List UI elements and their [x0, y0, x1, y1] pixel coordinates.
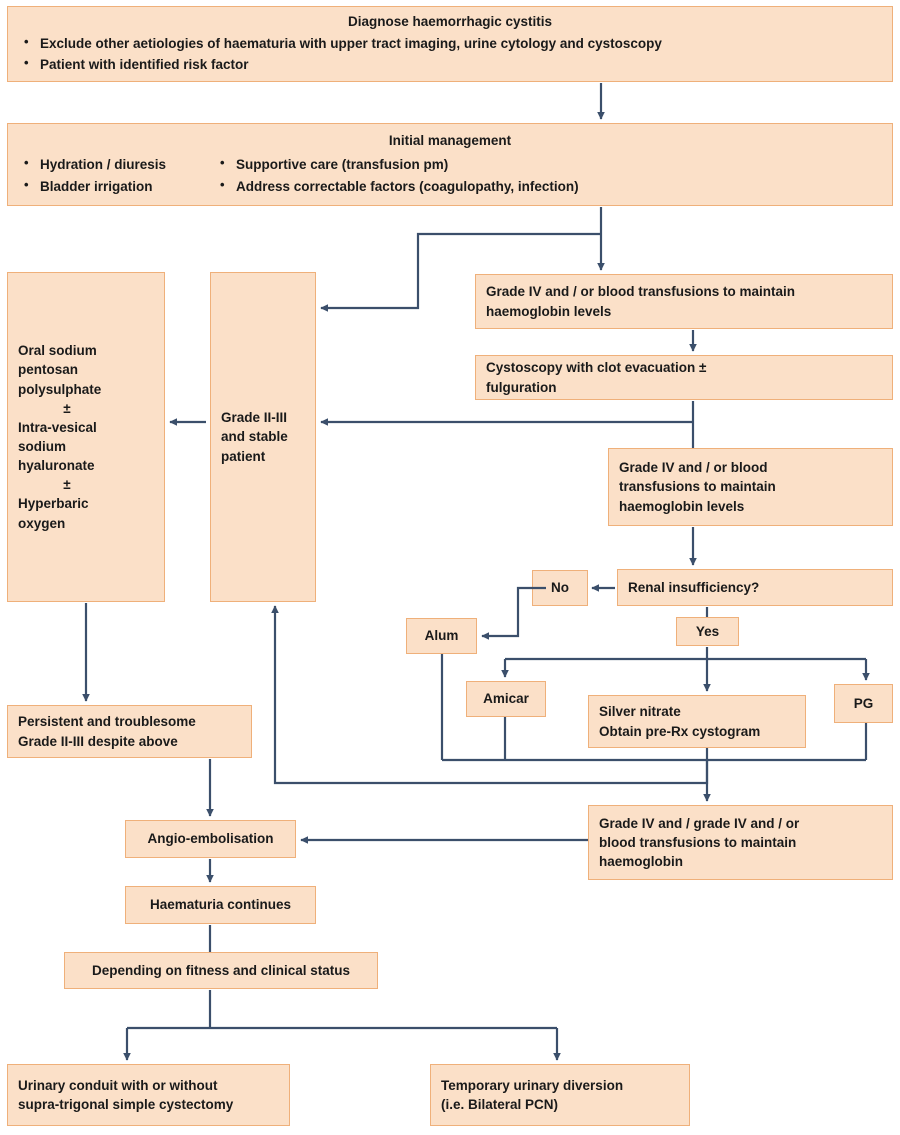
grade-iv-top-line1: Grade IV and / or blood transfusions to … — [486, 284, 796, 300]
diagnose-bullets: Exclude other aetiologies of haematuria … — [18, 33, 882, 74]
cystoscopy-line2: fulguration — [486, 379, 557, 395]
cystoscopy-line1: Cystoscopy with clot evacuation ± — [486, 360, 707, 376]
grade-iv-bottom-line3: haemoglobin — [599, 854, 683, 870]
initial-management-title: Initial management — [388, 133, 512, 149]
urinary-conduit-line2: supra-trigonal simple cystectomy — [18, 1097, 234, 1112]
oral-therapy-line-6: hyaluronate — [18, 458, 95, 474]
renal-insufficiency-label: Renal insufficiency? — [628, 579, 760, 595]
grade-iv-mid-line3: haemoglobin levels — [619, 498, 745, 514]
grade-ii-iii-line2: and stable — [221, 429, 288, 445]
node-yes-label: Yes — [676, 617, 739, 646]
list-item: Patient with identified risk factor — [18, 54, 882, 74]
node-urinary-conduit: Urinary conduit with or without supra-tr… — [7, 1064, 290, 1126]
node-oral-therapy: Oral sodium pentosan polysulphate ± Intr… — [7, 272, 165, 602]
node-pg: PG — [834, 684, 893, 723]
node-amicar: Amicar — [466, 681, 546, 717]
oral-therapy-line-4: Intra-vesical — [18, 419, 97, 435]
node-grade-iv-bottom: Grade IV and / grade IV and / or blood t… — [588, 805, 893, 880]
grade-iv-bottom-line1: Grade IV and / grade IV and / or — [599, 815, 800, 831]
node-alum: Alum — [406, 618, 477, 654]
temporary-diversion-line1: Temporary urinary diversion — [441, 1077, 624, 1093]
node-grade-iv-mid: Grade IV and / or blood transfusions to … — [608, 448, 893, 526]
node-silver-nitrate: Silver nitrate Obtain pre-Rx cystogram — [588, 695, 806, 748]
list-item: Hydration / diuresis — [18, 154, 214, 174]
amicar-label: Amicar — [483, 691, 529, 707]
node-renal-insufficiency: Renal insufficiency? — [617, 569, 893, 606]
oral-therapy-line-9: oxygen — [18, 515, 66, 531]
oral-therapy-line-3: ± — [63, 400, 71, 416]
node-temporary-diversion: Temporary urinary diversion (i.e. Bilate… — [430, 1064, 690, 1126]
list-item: Exclude other aetiologies of haematuria … — [18, 33, 882, 53]
node-depending-fitness: Depending on fitness and clinical status — [64, 952, 378, 989]
node-no-label: No — [532, 570, 588, 606]
node-initial-management: Initial management Hydration / diuresis … — [7, 123, 893, 206]
grade-ii-iii-line3: patient — [221, 448, 266, 464]
diagnose-title: Diagnose haemorrhagic cystitis — [347, 13, 553, 29]
temporary-diversion-line2: (i.e. Bilateral PCN) — [441, 1097, 559, 1112]
alum-label: Alum — [424, 628, 459, 644]
node-angio-embolisation: Angio-embolisation — [125, 820, 296, 858]
oral-therapy-line-1: pentosan — [18, 362, 79, 378]
yes-label: Yes — [695, 623, 720, 639]
oral-therapy-line-8: Hyperbaric — [18, 496, 89, 512]
node-persistent: Persistent and troublesome Grade II-III … — [7, 705, 252, 758]
haematuria-continues-label: Haematuria continues — [149, 897, 292, 913]
list-item: Supportive care (transfusion pm) — [214, 154, 882, 174]
initial-management-bullets-right: Supportive care (transfusion pm) Address… — [214, 153, 882, 197]
pg-label: PG — [853, 695, 874, 711]
oral-therapy-line-2: polysulphate — [18, 381, 102, 397]
grade-iv-bottom-line2: blood transfusions to maintain — [599, 834, 797, 850]
oral-therapy-line-7: ± — [63, 477, 71, 493]
node-grade-iv-top: Grade IV and / or blood transfusions to … — [475, 274, 893, 329]
node-haematuria-continues: Haematuria continues — [125, 886, 316, 924]
grade-ii-iii-line1: Grade II-III — [221, 410, 288, 426]
node-diagnose: Diagnose haemorrhagic cystitis Exclude o… — [7, 6, 893, 82]
initial-management-columns: Hydration / diuresis Bladder irrigation … — [18, 153, 882, 197]
list-item: Address correctable factors (coagulopath… — [214, 176, 882, 196]
grade-iv-mid-line2: transfusions to maintain — [619, 479, 776, 495]
urinary-conduit-line1: Urinary conduit with or without — [18, 1077, 218, 1093]
persistent-line1: Persistent and troublesome — [18, 714, 196, 730]
list-item: Bladder irrigation — [18, 176, 214, 196]
oral-therapy-line-0: Oral sodium — [18, 343, 97, 359]
grade-iv-top-line2: haemoglobin levels — [486, 303, 612, 319]
silver-nitrate-line2: Obtain pre-Rx cystogram — [599, 723, 761, 739]
initial-management-bullets-left: Hydration / diuresis Bladder irrigation — [18, 153, 214, 197]
angio-embolisation-label: Angio-embolisation — [147, 831, 274, 847]
persistent-line2: Grade II-III despite above — [18, 733, 178, 749]
node-cystoscopy: Cystoscopy with clot evacuation ± fulgur… — [475, 355, 893, 400]
depending-fitness-label: Depending on fitness and clinical status — [91, 962, 351, 978]
no-label: No — [551, 580, 569, 596]
oral-therapy-line-5: sodium — [18, 439, 67, 454]
silver-nitrate-line1: Silver nitrate — [599, 704, 681, 720]
node-grade-ii-iii-stable: Grade II-III and stable patient — [210, 272, 316, 602]
grade-iv-mid-line1: Grade IV and / or blood — [619, 460, 768, 476]
